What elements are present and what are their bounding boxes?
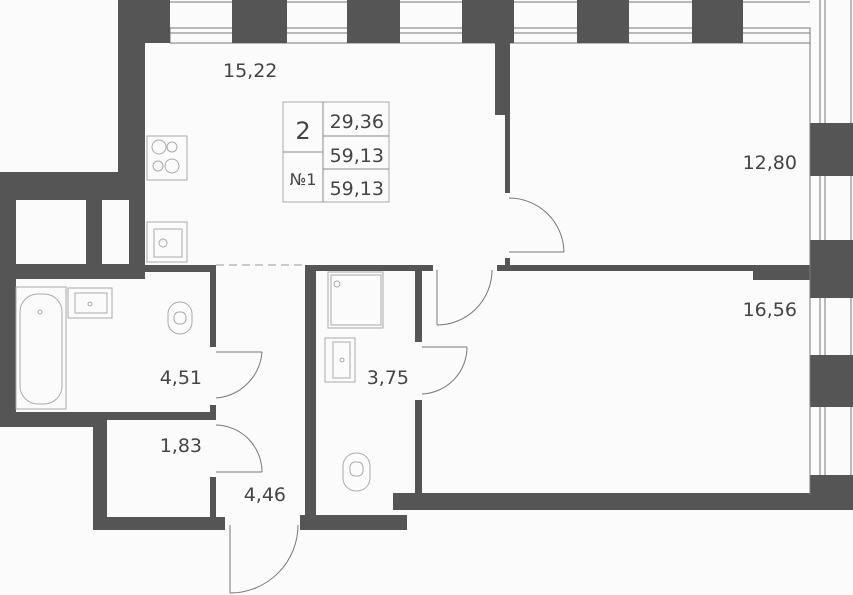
walls (0, 0, 853, 530)
wc-door (421, 346, 468, 395)
total-area-with-balcony: 59,13 (330, 178, 384, 200)
bath-toilet-icon (167, 301, 193, 335)
entrance-door (229, 524, 299, 594)
storage-door (215, 424, 263, 473)
bathtub-icon (15, 286, 67, 410)
wc-sink-icon (324, 337, 356, 383)
room-area-hallway: 4,46 (244, 484, 286, 506)
bathroom-door (215, 351, 263, 399)
rooms-count: 2 (295, 117, 310, 145)
apartment-number: №1 (290, 170, 317, 189)
bath-sink-icon (67, 287, 113, 319)
room-area-bedroom-top: 12,80 (743, 152, 797, 174)
stove-icon (146, 135, 188, 181)
room-area-bedroom-bottom: 16,56 (743, 299, 797, 321)
living-area: 29,36 (330, 111, 384, 133)
living-door (436, 269, 493, 326)
wc-toilet-icon (342, 452, 371, 492)
total-area: 59,13 (330, 145, 384, 167)
room-area-wc: 3,75 (367, 367, 409, 389)
shower-icon (327, 271, 384, 329)
apartment-info-box: 2 №1 29,36 59,13 59,13 (282, 101, 390, 203)
room-area-storage: 1,83 (160, 435, 202, 457)
kitchen-sink-icon (146, 221, 188, 263)
room-area-kitchen-living: 15,22 (223, 60, 277, 82)
room-area-bathroom: 4,51 (160, 367, 202, 389)
bedroom-door (508, 197, 565, 253)
doors (215, 197, 565, 594)
